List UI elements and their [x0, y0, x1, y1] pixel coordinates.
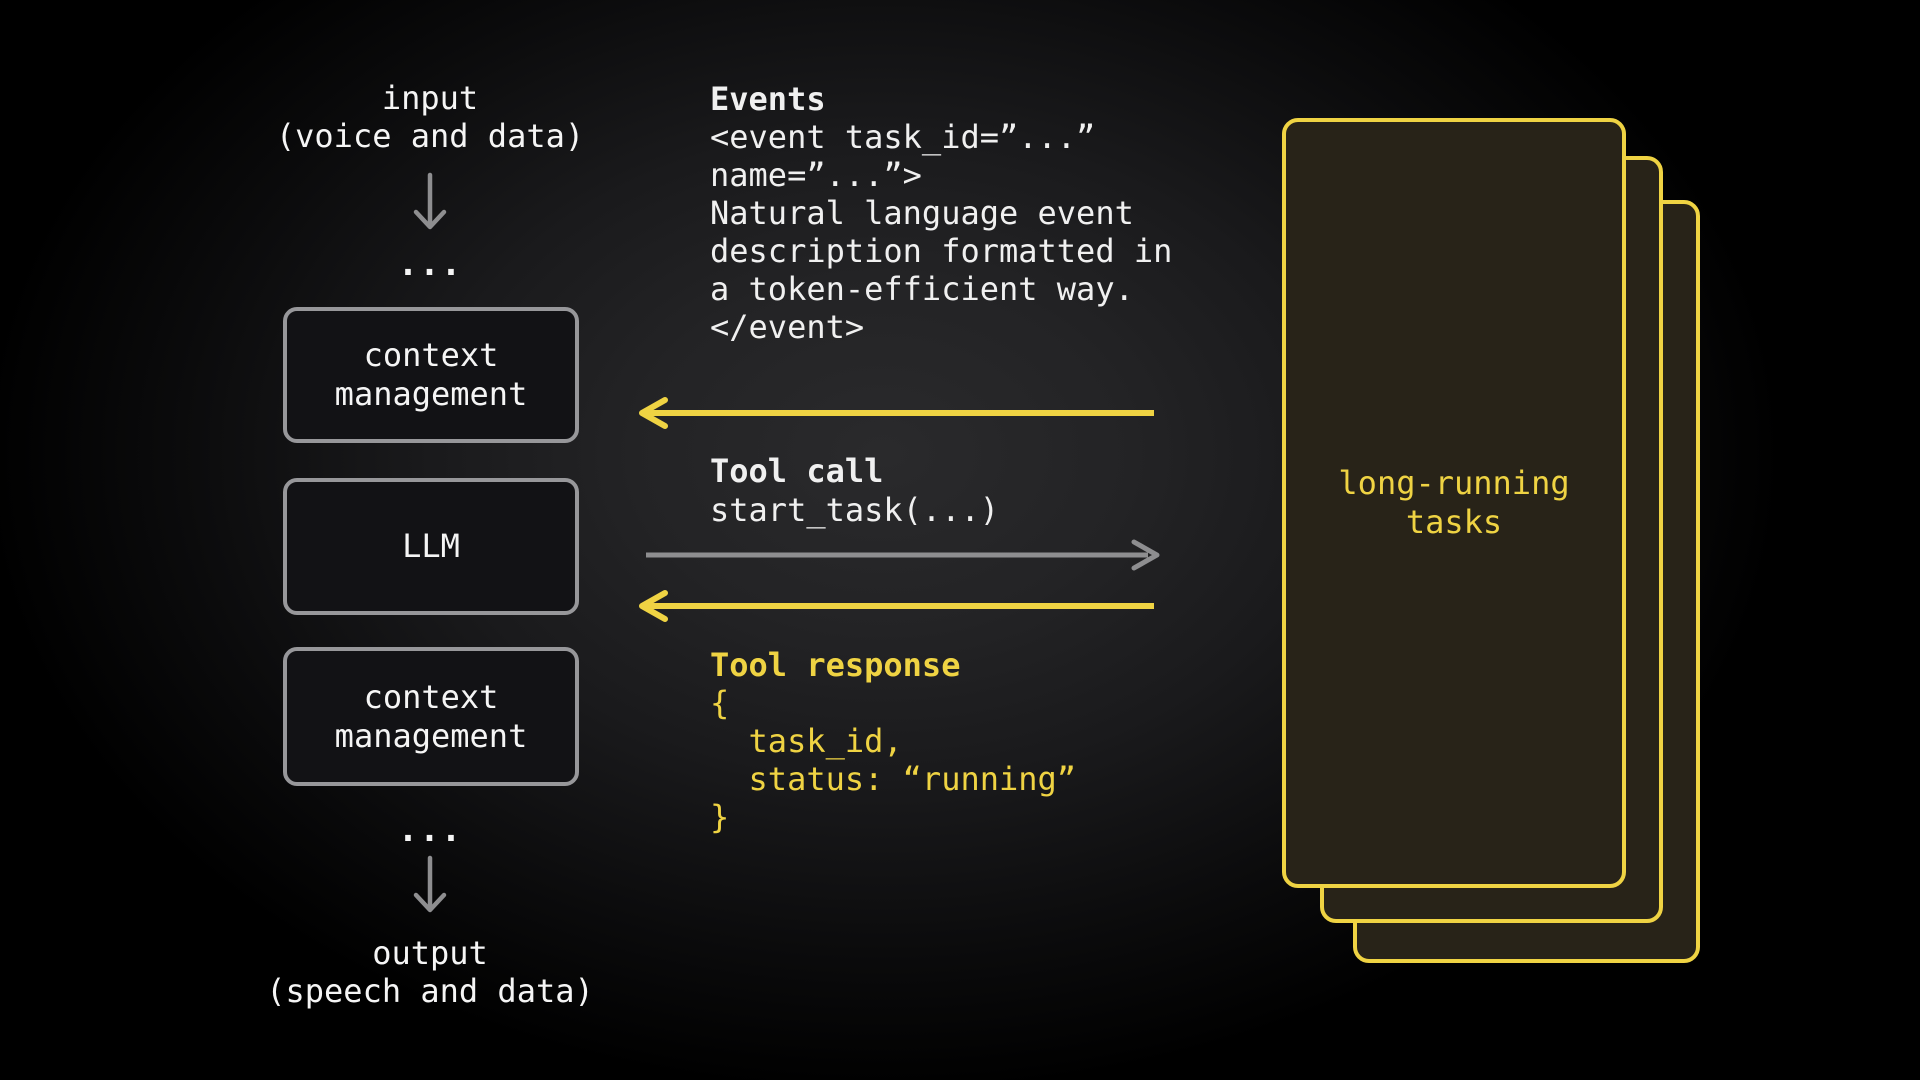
tool-call-arrow-right-icon: [646, 539, 1160, 571]
ellipsis-bottom: ...: [397, 810, 463, 850]
context-management-label: context management: [334, 336, 528, 413]
events-header: Events: [710, 80, 826, 118]
events-arrow-left-icon: [639, 397, 1154, 429]
tool-response-header: Tool response: [710, 646, 961, 684]
llm-label: LLM: [402, 527, 460, 565]
context-management-box-bottom: context management: [283, 647, 579, 786]
long-running-tasks-label: long-running tasks: [1338, 464, 1570, 541]
tool-response-arrow-left-icon: [639, 590, 1154, 622]
tool-response-code: { task_id, status: “running” }: [710, 684, 1077, 836]
events-code: <event task_id=”...” name=”...”> Natural…: [710, 118, 1173, 346]
long-running-task-card-front: long-running tasks: [1282, 118, 1626, 888]
context-management-label: context management: [334, 677, 528, 755]
tool-call-code: start_task(...): [710, 491, 999, 529]
output-arrow-down-icon: [413, 855, 447, 913]
output-label: output (speech and data): [266, 934, 594, 1010]
llm-box: LLM: [283, 478, 579, 615]
ellipsis-top: ...: [397, 244, 463, 284]
input-label: input (voice and data): [275, 79, 585, 155]
context-management-box-top: context management: [283, 307, 579, 443]
tool-call-header: Tool call: [710, 452, 884, 490]
input-arrow-down-icon: [413, 172, 447, 230]
